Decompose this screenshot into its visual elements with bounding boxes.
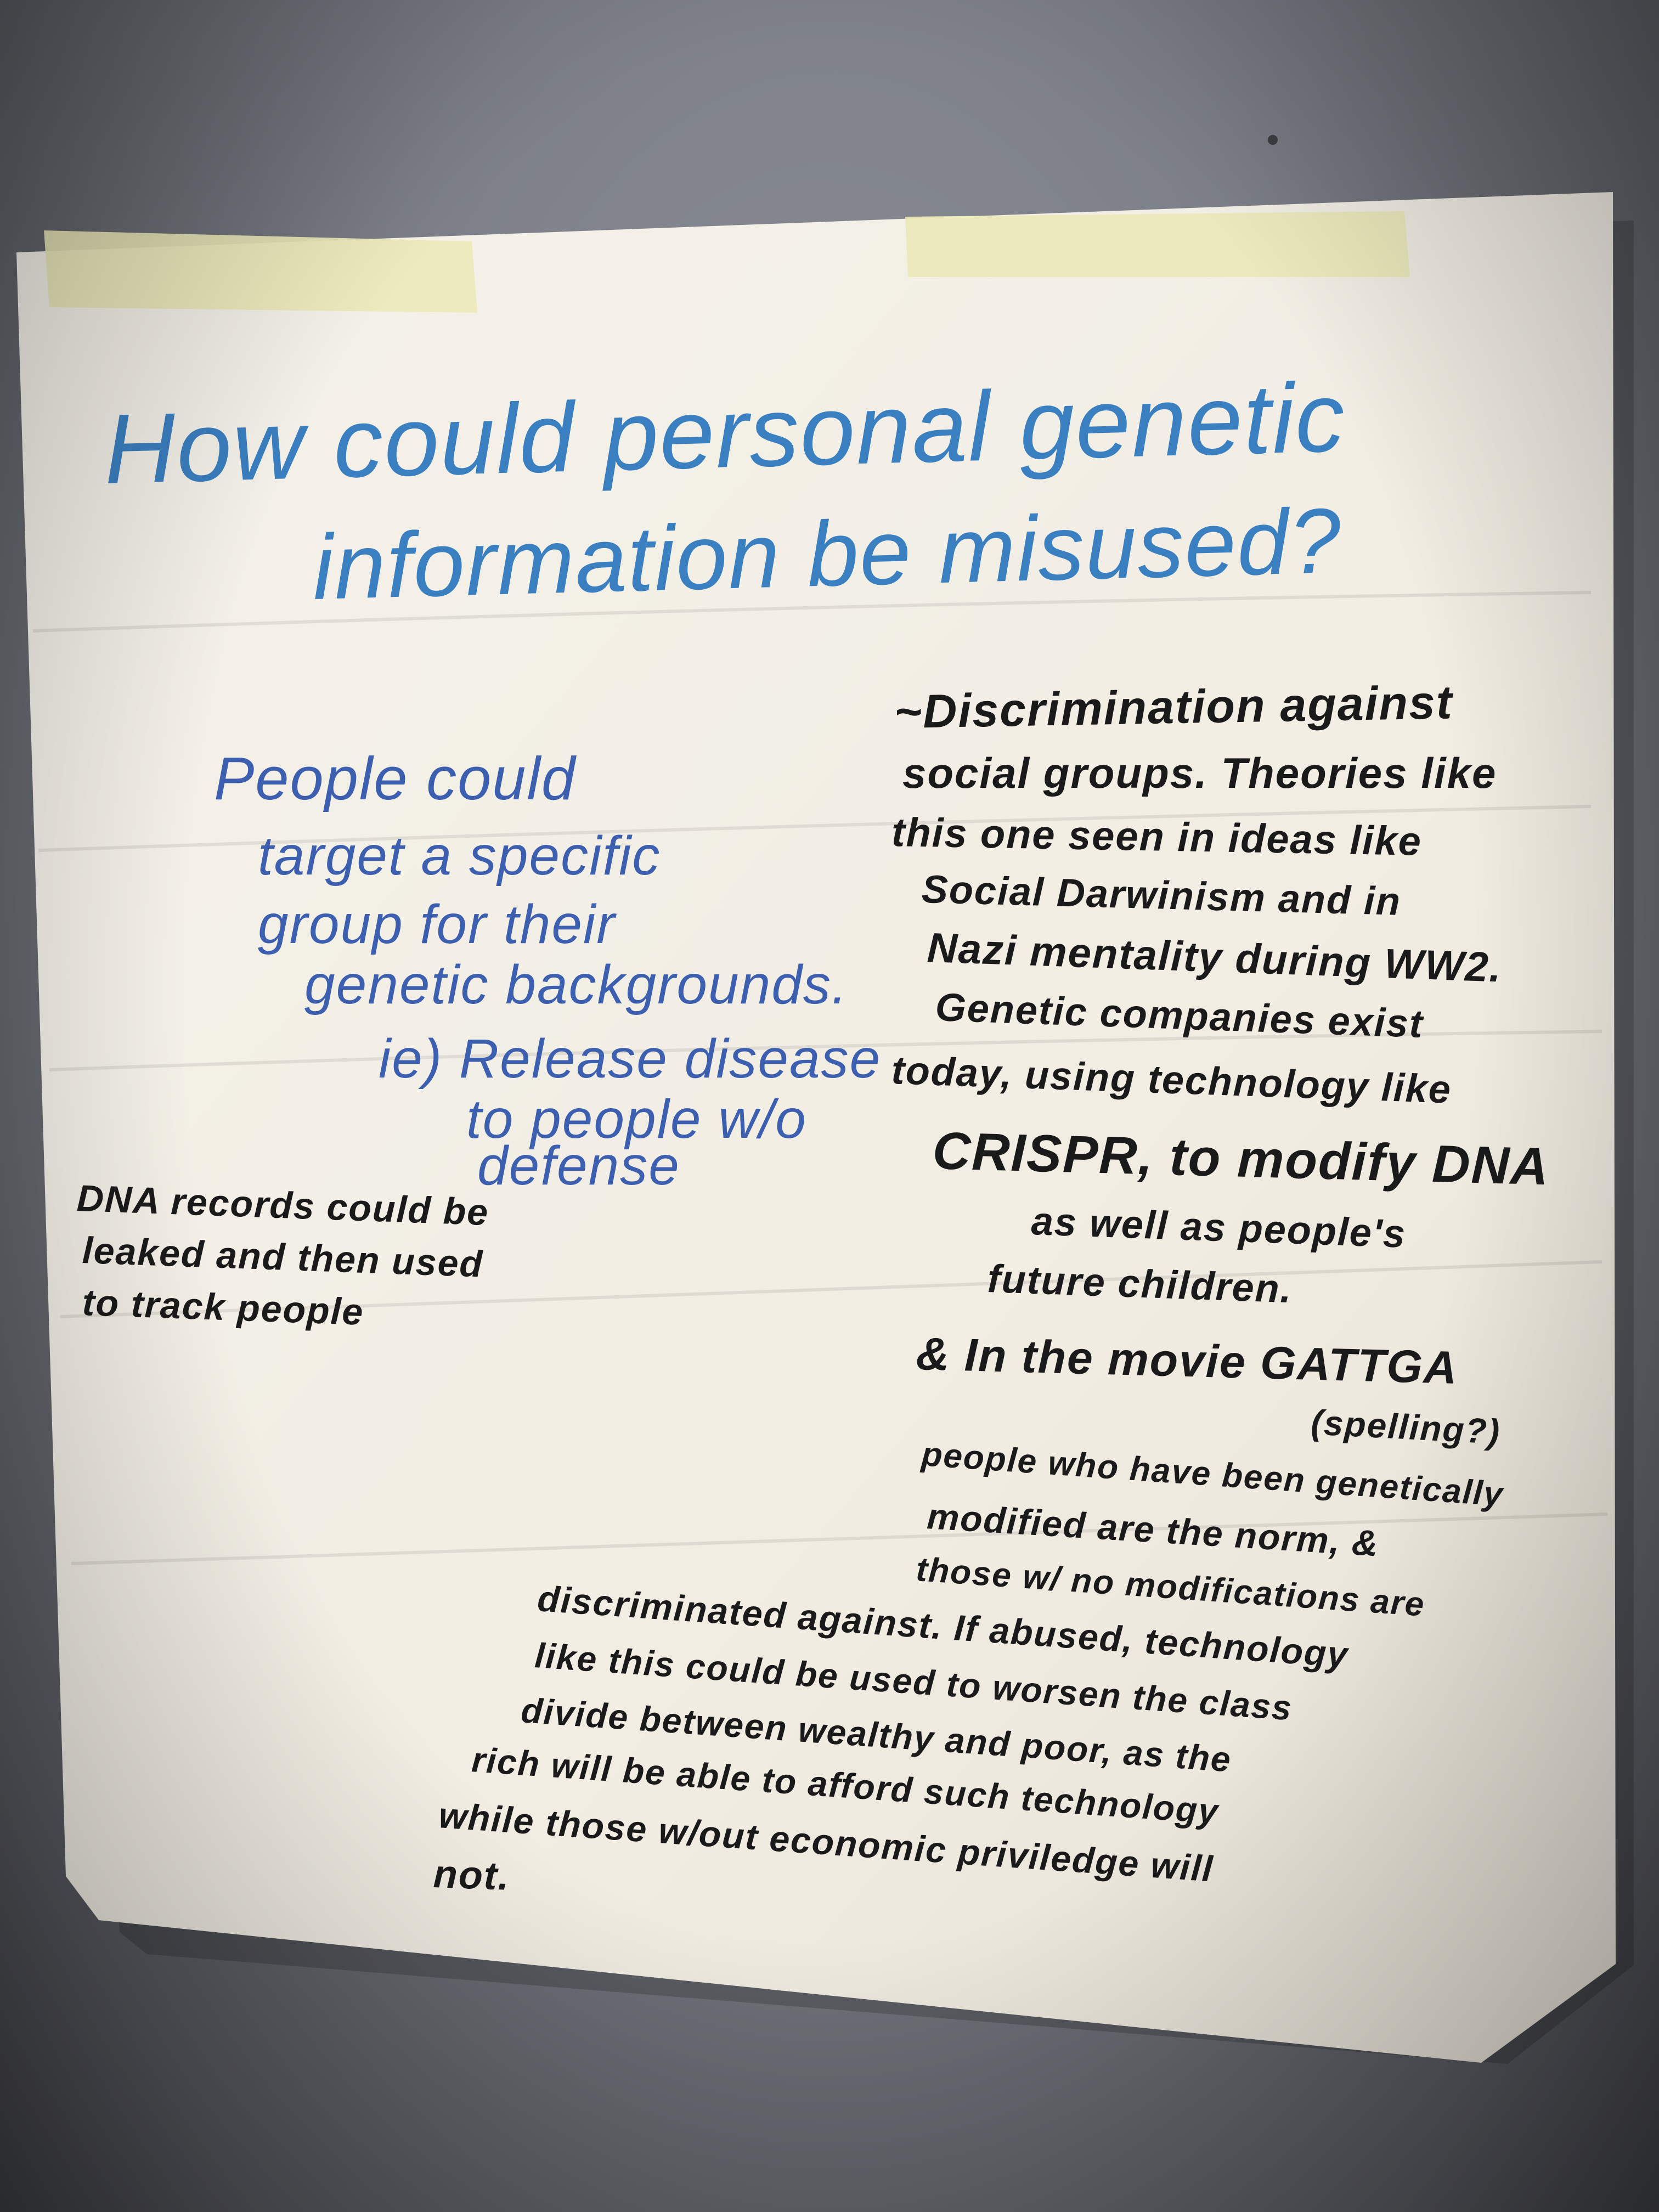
left-note-line-3: group for their [258, 894, 616, 955]
tape-left [44, 230, 477, 313]
right-note-line-21: not. [432, 1852, 511, 1899]
left-note-line-7: defense [477, 1135, 680, 1197]
tape-right [905, 211, 1410, 277]
right-note-line-12: (spelling?) [1310, 1402, 1502, 1452]
left-note-line-2: target a specific [258, 825, 661, 887]
paper-body [16, 192, 1616, 2063]
left-note-line-5: ie) Release disease [379, 1028, 882, 1090]
right-note-line-2: social groups. Theories like [902, 749, 1497, 797]
right-note-line-3: this one seen in ideas like [891, 809, 1423, 864]
right-note-line-10: future children. [986, 1257, 1294, 1312]
left-note-line-1: People could [214, 745, 577, 812]
left-note-line-4: genetic backgrounds. [304, 954, 848, 1015]
title-line-2: information be misused? [311, 488, 1344, 619]
left-note-line-6: to people w/o [466, 1088, 807, 1150]
wall-mark [1268, 135, 1278, 145]
right-note-line-1: ~Discrimination against [894, 676, 1454, 738]
leak-note-line-3: to track people [81, 1282, 365, 1333]
